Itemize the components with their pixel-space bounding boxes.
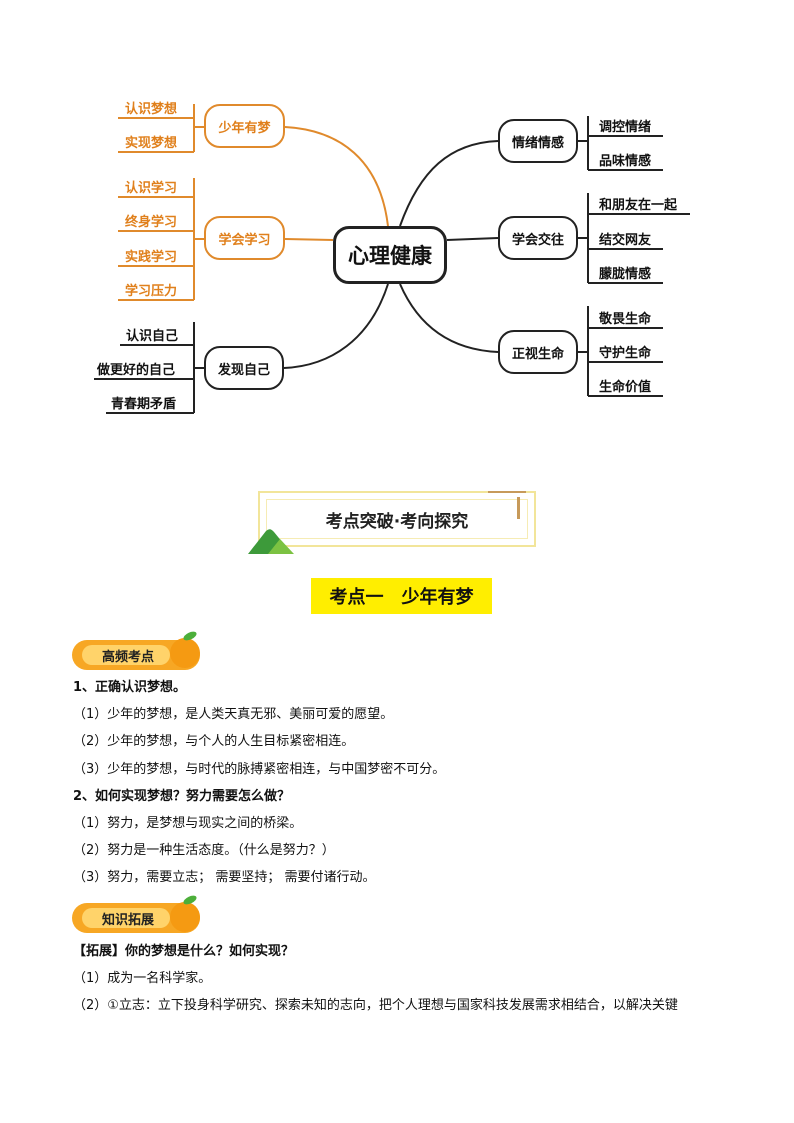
question-2: 2、如何实现梦想？努力需要怎么做？ — [73, 789, 291, 804]
q1-item-2: （2）少年的梦想，与个人的人生目标紧密相连。 — [73, 734, 355, 749]
leaf-study-3: 实践学习 — [125, 250, 178, 265]
q2-item-3: （3）努力，需要立志； 需要坚持； 需要付诸行动。 — [73, 870, 376, 885]
q2-item-2: （2）努力是一种生活态度。（什么是努力？） — [73, 843, 335, 858]
section-title: 考点一 少年有梦 — [311, 578, 492, 614]
tag-gaopin-label: 高频考点 — [102, 649, 155, 665]
branch-emotion: 情绪情感 — [498, 119, 578, 163]
leaf-life-1: 敬畏生命 — [599, 312, 652, 327]
center-node: 心理健康 — [333, 226, 447, 284]
leaf-social-3: 朦胧情感 — [599, 267, 652, 282]
leaf-self-1: 认识自己 — [126, 329, 179, 344]
question-1: 1、正确认识梦想。 — [73, 680, 187, 695]
leaf-social-2: 结交网友 — [599, 233, 652, 248]
tag-highlight — [82, 908, 170, 928]
leaf-emotion-1: 调控情绪 — [599, 120, 652, 135]
leaf-life-3: 生命价值 — [599, 380, 652, 395]
branch-self: 发现自己 — [204, 346, 284, 390]
mind-map: 心理健康 少年有梦 学会学习 发现自己 情绪情感 学会交往 正视生命 认识梦想 … — [0, 0, 794, 440]
leaf-self-2: 做更好的自己 — [97, 363, 176, 378]
tag-highlight — [82, 645, 170, 665]
leaf-emotion-2: 品味情感 — [599, 154, 652, 169]
leaf-life-2: 守护生命 — [599, 346, 652, 361]
banner-accent-mark — [517, 497, 520, 519]
branch-study: 学会学习 — [204, 216, 285, 260]
q1-item-3: （3）少年的梦想，与时代的脉搏紧密相连，与中国梦密不可分。 — [73, 762, 446, 777]
ext-item-2: （2）①立志：立下投身科学研究、探索未知的志向，把个人理想与国家科技发展需求相结… — [73, 998, 678, 1013]
mind-map-connectors — [94, 104, 690, 414]
leaf-dream-1: 认识梦想 — [125, 102, 178, 117]
ext-item-1: （1）成为一名科学家。 — [73, 971, 212, 986]
leaf-social-1: 和朋友在一起 — [599, 198, 678, 213]
branch-social: 学会交往 — [498, 216, 578, 260]
orange-fruit-icon — [170, 895, 200, 932]
orange-fruit-icon — [170, 631, 200, 668]
branch-life: 正视生命 — [498, 330, 578, 374]
leaf-study-1: 认识学习 — [125, 181, 178, 196]
tag-zhishi-label: 知识拓展 — [102, 912, 155, 928]
leaf-study-2: 终身学习 — [125, 215, 178, 230]
section-banner: 考点突破·考向探究 — [258, 491, 536, 547]
banner-title: 考点突破·考向探究 — [266, 499, 528, 539]
q1-item-1: （1）少年的梦想，是人类天真无邪、美丽可爱的愿望。 — [73, 707, 394, 722]
leaf-study-4: 学习压力 — [125, 284, 178, 299]
leaf-dream-2: 实现梦想 — [125, 136, 178, 151]
leaf-self-3: 青春期矛盾 — [111, 397, 177, 412]
extension-title: 【拓展】你的梦想是什么？如何实现？ — [73, 944, 295, 959]
mountain-icon — [248, 529, 294, 554]
q2-item-1: （1）努力，是梦想与现实之间的桥梁。 — [73, 816, 303, 831]
banner-accent-line — [488, 491, 526, 493]
branch-dream: 少年有梦 — [204, 104, 285, 148]
